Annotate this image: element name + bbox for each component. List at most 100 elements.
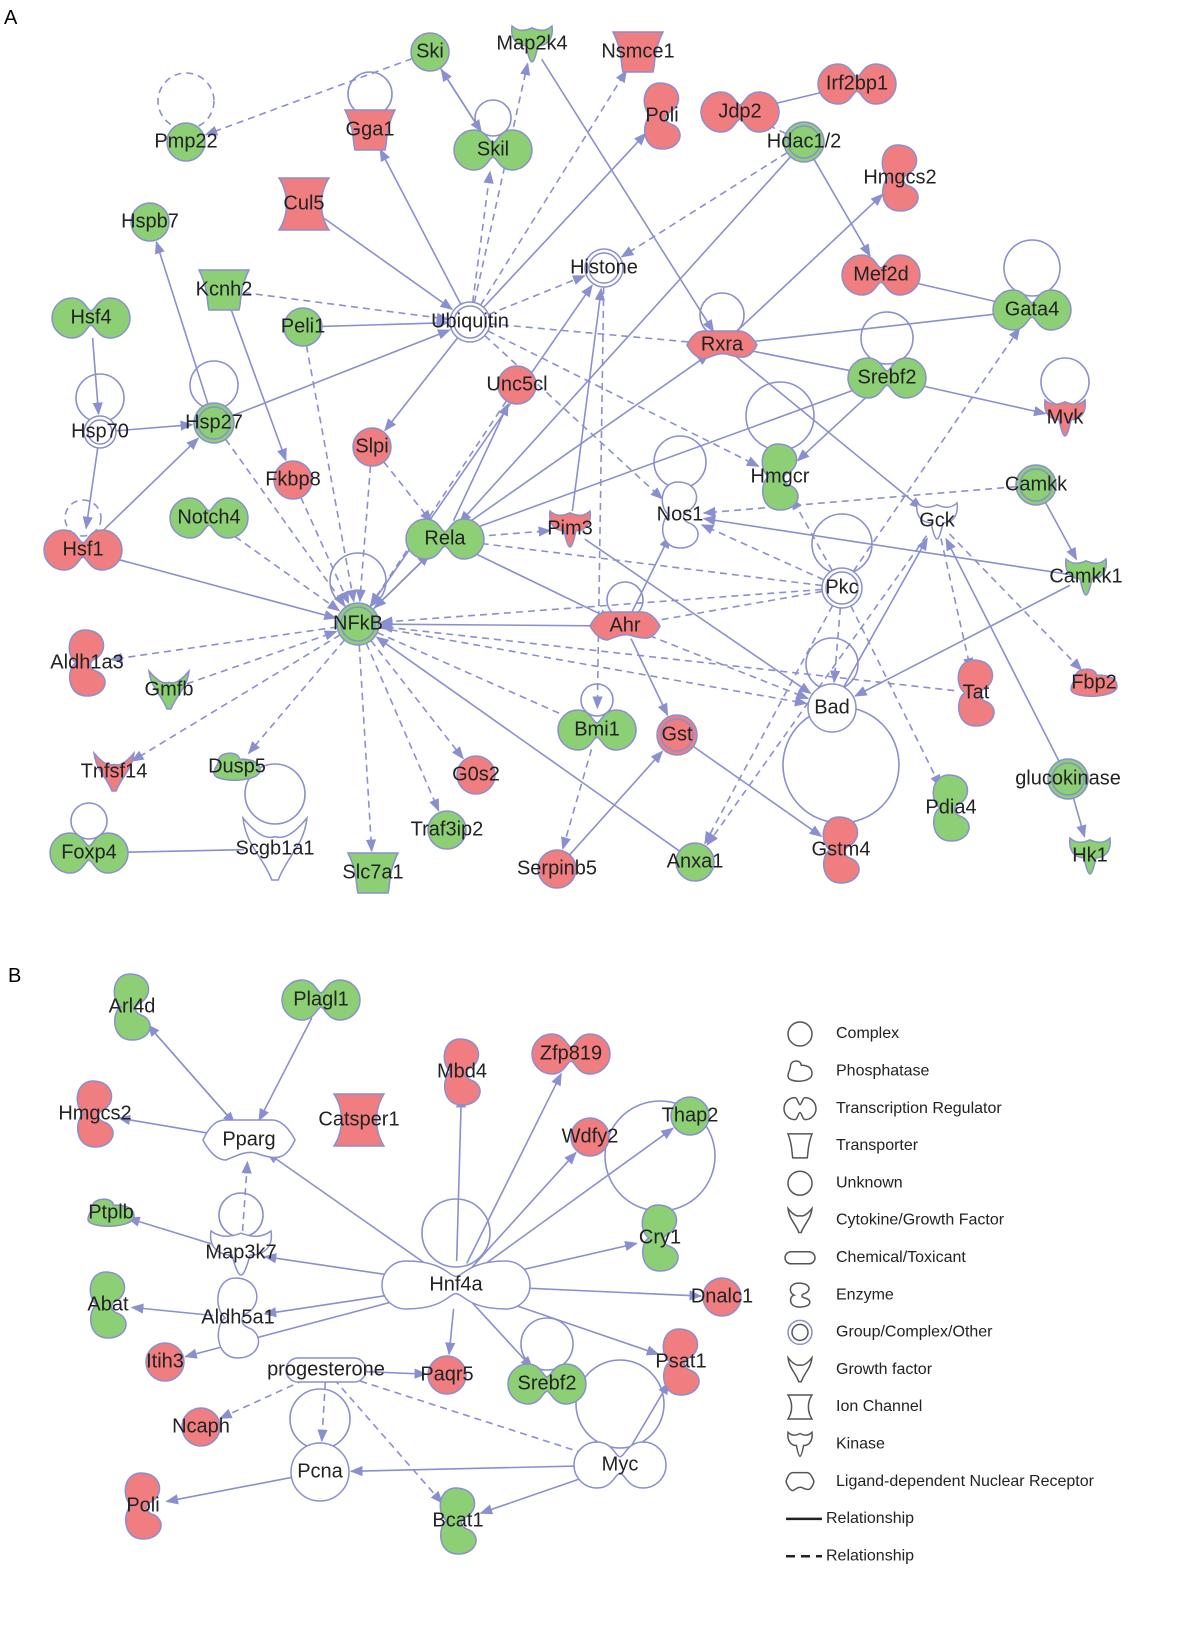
node-gck[interactable]: Gck xyxy=(916,501,958,540)
node-slc7a1[interactable]: Slc7a1 xyxy=(342,852,404,894)
circle-shape xyxy=(410,32,450,72)
node-unc5cl[interactable]: Unc5cl xyxy=(486,365,548,405)
node-ubiquitin[interactable]: Ubiquitin xyxy=(431,301,509,343)
node-tat[interactable]: Tat xyxy=(957,659,995,727)
node-pmp22[interactable]: Pmp22 xyxy=(154,122,218,162)
node-pdia4[interactable]: Pdia4 xyxy=(925,774,977,842)
node-mef2d[interactable]: Mef2d xyxy=(841,254,921,296)
node-map2k4[interactable]: Map2k4 xyxy=(496,24,568,63)
node-label: Hsp27 xyxy=(185,411,243,433)
node-fkbp8[interactable]: Fkbp8 xyxy=(265,460,321,500)
node-wdfy2[interactable]: Wdfy2 xyxy=(562,1117,619,1157)
node-cul5[interactable]: Cul5 xyxy=(277,177,331,231)
node-hsp27[interactable]: Hsp27 xyxy=(185,402,243,444)
node-gst[interactable]: Gst xyxy=(656,714,698,756)
node-paqr5[interactable]: Paqr5 xyxy=(420,1355,474,1395)
edge-serpinb5-to-gst xyxy=(569,750,664,856)
node-rela[interactable]: Rela xyxy=(405,518,485,560)
node-notch4[interactable]: Notch4 xyxy=(169,497,249,539)
node-peli1[interactable]: Peli1 xyxy=(281,307,325,347)
node-tnfsf14[interactable]: Tnfsf14 xyxy=(81,750,148,792)
node-poli[interactable]: Poli xyxy=(124,1472,162,1540)
node-slpi[interactable]: Slpi xyxy=(352,427,392,467)
node-thap2[interactable]: Thap2 xyxy=(662,1096,719,1136)
node-hmgcs2[interactable]: Hmgcs2 xyxy=(58,1080,132,1148)
transporter-shape xyxy=(343,109,397,151)
node-jdp2[interactable]: Jdp2 xyxy=(700,91,780,133)
node-hspb7[interactable]: Hspb7 xyxy=(121,202,179,242)
node-pcna[interactable]: Pcna xyxy=(290,1442,350,1502)
node-mbd4[interactable]: Mbd4 xyxy=(437,1038,487,1106)
node-rxra[interactable]: Rxra xyxy=(686,330,758,360)
node-catsper1[interactable]: Catsper1 xyxy=(318,1093,400,1147)
node-label: Traf3ip2 xyxy=(411,818,484,840)
node-label: Mvk xyxy=(1047,406,1085,428)
node-arl4d[interactable]: Arl4d xyxy=(109,973,156,1041)
node-poli[interactable]: Poli xyxy=(643,82,681,150)
node-aldh5a1[interactable]: Aldh5a1 xyxy=(201,1277,275,1359)
node-nsmce1[interactable]: Nsmce1 xyxy=(601,31,675,73)
node-gmfb[interactable]: Gmfb xyxy=(145,668,194,710)
node-hsf4[interactable]: Hsf4 xyxy=(51,297,131,339)
node-foxp4[interactable]: Foxp4 xyxy=(49,832,129,874)
node-hsp70[interactable]: Hsp70 xyxy=(71,415,129,449)
node-hnf4a[interactable]: Hnf4a xyxy=(381,1260,531,1310)
node-pkc[interactable]: Pkc xyxy=(821,567,863,609)
node-label: Jdp2 xyxy=(718,100,761,122)
enzyme-shape xyxy=(113,973,151,1041)
group-shape xyxy=(197,406,231,440)
node-mvk[interactable]: Mvk xyxy=(1044,398,1086,437)
node-ptplb[interactable]: Ptplb xyxy=(87,1198,135,1227)
node-nos1[interactable]: Nos1 xyxy=(657,481,704,549)
node-skil[interactable]: Skil xyxy=(453,129,533,171)
node-pparg[interactable]: Pparg xyxy=(202,1119,296,1161)
node-histone[interactable]: Histone xyxy=(570,248,638,288)
node-psat1[interactable]: Psat1 xyxy=(655,1328,707,1396)
node-gstm4[interactable]: Gstm4 xyxy=(812,816,871,884)
edge-hdac12-to-histone xyxy=(620,151,788,258)
node-srebf2[interactable]: Srebf2 xyxy=(507,1363,587,1405)
treg-shape xyxy=(405,518,485,560)
node-ncaph[interactable]: Ncaph xyxy=(172,1407,230,1447)
node-g0s2[interactable]: G0s2 xyxy=(452,755,500,795)
edge-rxra-to-hmgcs2 xyxy=(731,193,884,337)
node-dusp5[interactable]: Dusp5 xyxy=(208,752,266,781)
node-srebf2[interactable]: Srebf2 xyxy=(847,357,927,399)
node-ski[interactable]: Ski xyxy=(410,32,450,72)
node-bad[interactable]: Bad xyxy=(807,683,857,733)
node-pim3[interactable]: Pim3 xyxy=(547,509,593,548)
node-fbp2[interactable]: Fbp2 xyxy=(1070,668,1118,697)
edge-camkk-to-nos1 xyxy=(702,485,1017,518)
node-bcat1[interactable]: Bcat1 xyxy=(432,1487,484,1555)
node-abat[interactable]: Abat xyxy=(87,1271,129,1339)
node-aldh1a3[interactable]: Aldh1a3 xyxy=(50,629,124,697)
node-hdac12[interactable]: Hdac1/2 xyxy=(767,121,842,163)
node-kcnh2[interactable]: Kcnh2 xyxy=(196,269,253,311)
node-anxa1[interactable]: Anxa1 xyxy=(667,842,724,882)
node-hmgcr[interactable]: Hmgcr xyxy=(751,443,810,511)
node-gata4[interactable]: Gata4 xyxy=(992,289,1072,331)
node-progesterone[interactable]: progesterone xyxy=(267,1357,385,1383)
node-ahr[interactable]: Ahr xyxy=(589,611,661,641)
node-traf3ip2[interactable]: Traf3ip2 xyxy=(411,810,484,850)
node-serpinb5[interactable]: Serpinb5 xyxy=(517,849,597,889)
node-label: Bmi1 xyxy=(574,718,620,740)
node-gga1[interactable]: Gga1 xyxy=(343,109,397,151)
node-map3k7[interactable]: Map3k7 xyxy=(205,1229,277,1276)
node-hmgcs2[interactable]: Hmgcs2 xyxy=(863,144,937,212)
node-myc[interactable]: Myc xyxy=(573,1441,667,1489)
node-camkk[interactable]: Camkk xyxy=(1005,464,1068,506)
node-plagl1[interactable]: Plagl1 xyxy=(281,979,361,1021)
node-glucokinase[interactable]: glucokinase xyxy=(1015,758,1121,800)
node-irf2bp1[interactable]: Irf2bp1 xyxy=(817,63,897,105)
node-cry1[interactable]: Cry1 xyxy=(639,1204,681,1272)
node-hsf1[interactable]: Hsf1 xyxy=(43,529,123,571)
node-bmi1[interactable]: Bmi1 xyxy=(557,709,637,751)
node-scgb1a1[interactable]: Scgb1a1 xyxy=(236,815,315,881)
node-zfp819[interactable]: Zfp819 xyxy=(531,1033,611,1075)
node-nfkb[interactable]: NFkB xyxy=(333,602,383,646)
node-hk1[interactable]: Hk1 xyxy=(1069,836,1111,875)
node-dnalc1[interactable]: Dnalc1 xyxy=(691,1277,753,1317)
node-itih3[interactable]: Itih3 xyxy=(145,1342,185,1382)
node-camkk1[interactable]: Camkk1 xyxy=(1049,557,1123,596)
